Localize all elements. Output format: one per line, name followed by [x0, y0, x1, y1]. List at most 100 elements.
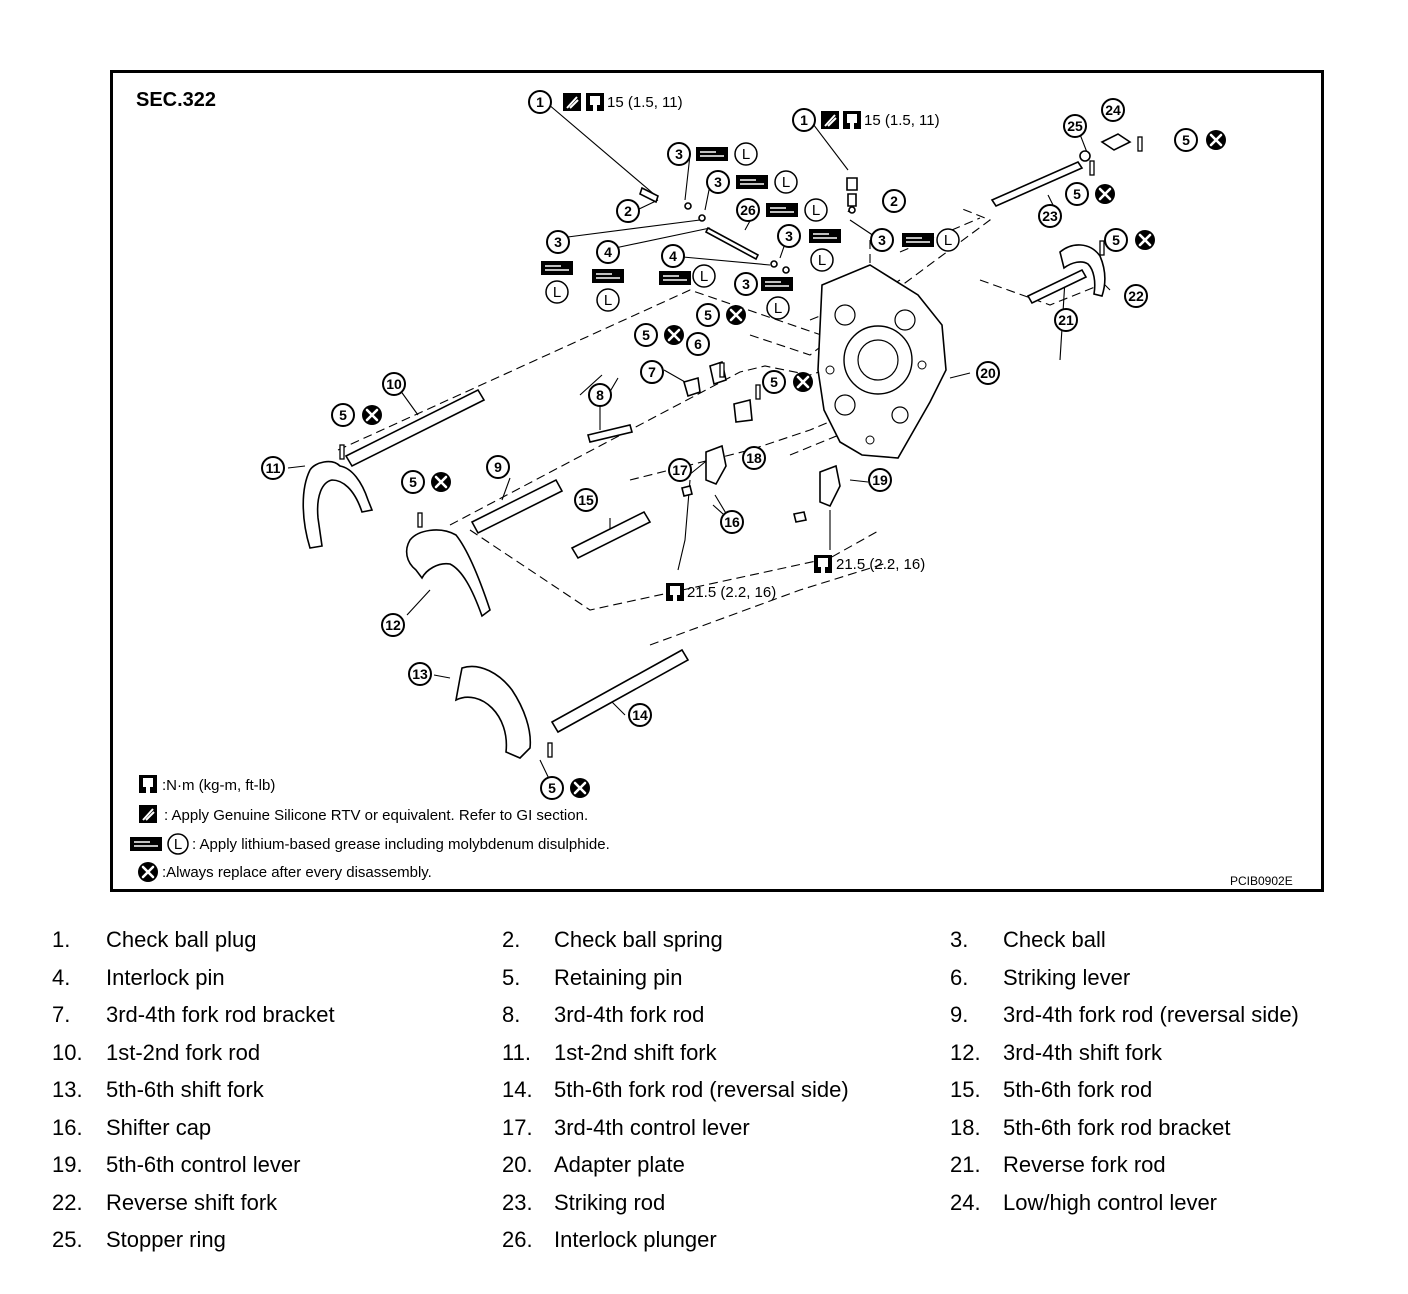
- callout-2a: 2: [616, 199, 640, 223]
- svg-text:L: L: [742, 146, 750, 163]
- callout-24: 24: [1101, 98, 1125, 122]
- bolt-19: [793, 511, 807, 523]
- part-name: Low/high control lever: [1003, 1189, 1218, 1215]
- image-code: PCIB0902E: [1230, 874, 1293, 888]
- part-name: Stopper ring: [106, 1227, 226, 1252]
- svg-text:7: 7: [648, 364, 656, 380]
- svg-text:21: 21: [1058, 312, 1074, 328]
- svg-text:3: 3: [554, 234, 562, 250]
- callout-4a: 4: [596, 240, 620, 264]
- part-name: 3rd-4th fork rod (reversal side): [1003, 1002, 1299, 1027]
- part-name: 1st-2nd fork rod: [106, 1039, 261, 1065]
- part-number: 22.: [52, 1189, 83, 1215]
- part-number: 26.: [502, 1227, 533, 1252]
- control-lever-3rd-4th: [705, 444, 727, 486]
- part-number: 1.: [52, 927, 71, 952]
- adapter-plate: [817, 264, 947, 459]
- svg-text:18: 18: [746, 450, 762, 466]
- svg-text:15: 15: [578, 492, 594, 508]
- part-number: 16.: [52, 1114, 83, 1140]
- fork-3rd-4th: [405, 529, 491, 618]
- fork-reverse: [1059, 244, 1106, 297]
- control-lever-5th-6th: [819, 464, 841, 508]
- part-name: 5th-6th fork rod: [1003, 1077, 1153, 1102]
- part-name: 3rd-4th fork rod: [554, 1002, 705, 1027]
- svg-text:5: 5: [339, 407, 347, 423]
- svg-text:9: 9: [494, 459, 502, 475]
- svg-text:26: 26: [740, 202, 756, 218]
- part-name: Check ball plug: [106, 927, 257, 952]
- part-name: Check ball spring: [554, 927, 723, 952]
- svg-text:3: 3: [742, 276, 750, 292]
- svg-text:1: 1: [536, 94, 544, 110]
- rod-3rd-4th-reversal: [470, 478, 564, 535]
- part-number: 11.: [502, 1039, 531, 1065]
- bolt-16: [681, 485, 693, 497]
- part-number: 13.: [52, 1077, 83, 1102]
- leader-lines: [287, 103, 1111, 786]
- callout-3c: 3: [546, 230, 570, 254]
- callout-5b: 5: [1065, 182, 1089, 206]
- callout-18: 18: [742, 446, 766, 470]
- part-number: 20.: [502, 1152, 533, 1177]
- assembly-guide-lines: [337, 207, 1101, 646]
- svg-text:L: L: [782, 174, 790, 191]
- svg-text:5: 5: [1182, 132, 1190, 148]
- callout-12: 12: [381, 613, 405, 637]
- svg-text:L: L: [604, 292, 612, 309]
- reverse-fork-rod: [1026, 268, 1088, 305]
- svg-text:6: 6: [694, 336, 702, 352]
- svg-text:25: 25: [1067, 118, 1083, 134]
- part-number: 12.: [950, 1039, 981, 1065]
- parts-list-row: 13. 5th-6th shift fork 14. 5th-6th fork rod…: [52, 1072, 1382, 1108]
- part-number: 24.: [950, 1189, 981, 1215]
- svg-text:L: L: [553, 284, 561, 301]
- part-name: Striking lever: [1003, 964, 1131, 990]
- torque-spec-check-plug-right: 15 (1.5, 11): [864, 112, 940, 129]
- callout-6: 6: [686, 332, 710, 356]
- svg-text:20: 20: [980, 365, 996, 381]
- callout-19: 19: [868, 468, 892, 492]
- legend: :N·m (kg-m, ft-lb) : Apply Genuine Silic…: [129, 775, 610, 884]
- grease-letter-marks: L L L L L L L L L: [545, 142, 960, 320]
- part-number: 25.: [52, 1227, 83, 1252]
- torque-spec-control-lever-right: 21.5 (2.2, 16): [836, 556, 925, 573]
- svg-text:L: L: [944, 232, 952, 249]
- svg-text:24: 24: [1105, 102, 1121, 118]
- part-number: 14.: [502, 1077, 533, 1102]
- svg-text:L: L: [818, 252, 826, 269]
- callout-17: 17: [668, 458, 692, 482]
- svg-text:13: 13: [412, 666, 428, 682]
- torque-spec-control-lever-left: 21.5 (2.2, 16): [687, 584, 776, 601]
- legend-sealant: : Apply Genuine Silicone RTV or equivale…: [164, 807, 588, 824]
- bracket-5th-6th: [733, 398, 753, 423]
- part-number: 17.: [502, 1114, 533, 1140]
- exploded-view-diagram: SEC.322: [110, 70, 1324, 892]
- callout-25: 25: [1063, 114, 1087, 138]
- svg-text:2: 2: [624, 203, 632, 219]
- part-name: Check ball: [1003, 927, 1106, 952]
- callout-8: 8: [588, 383, 612, 407]
- part-number: 2.: [502, 927, 521, 952]
- part-number: 8.: [502, 1002, 521, 1027]
- torque-spec-check-plug-left: 15 (1.5, 11): [607, 94, 683, 111]
- callout-1a: 1: [528, 90, 552, 114]
- legend-replace: :Always replace after every disassembly.: [162, 864, 432, 881]
- fork-rods: [344, 160, 1088, 734]
- callout-26: 26: [736, 198, 760, 222]
- svg-text:12: 12: [385, 617, 401, 633]
- fork-1st-2nd: [302, 460, 374, 549]
- rod-3rd-4th: [587, 424, 633, 443]
- svg-text:17: 17: [672, 462, 688, 478]
- svg-text:2: 2: [890, 193, 898, 209]
- callout-23: 23: [1038, 204, 1062, 228]
- legend-grease: : Apply lithium-based grease including m…: [192, 836, 610, 853]
- callout-5e: 5: [634, 323, 658, 347]
- callout-13: 13: [408, 662, 432, 686]
- part-number: 7.: [52, 1002, 71, 1027]
- svg-text:5: 5: [409, 474, 417, 490]
- part-name: 5th-6th shift fork: [106, 1077, 264, 1102]
